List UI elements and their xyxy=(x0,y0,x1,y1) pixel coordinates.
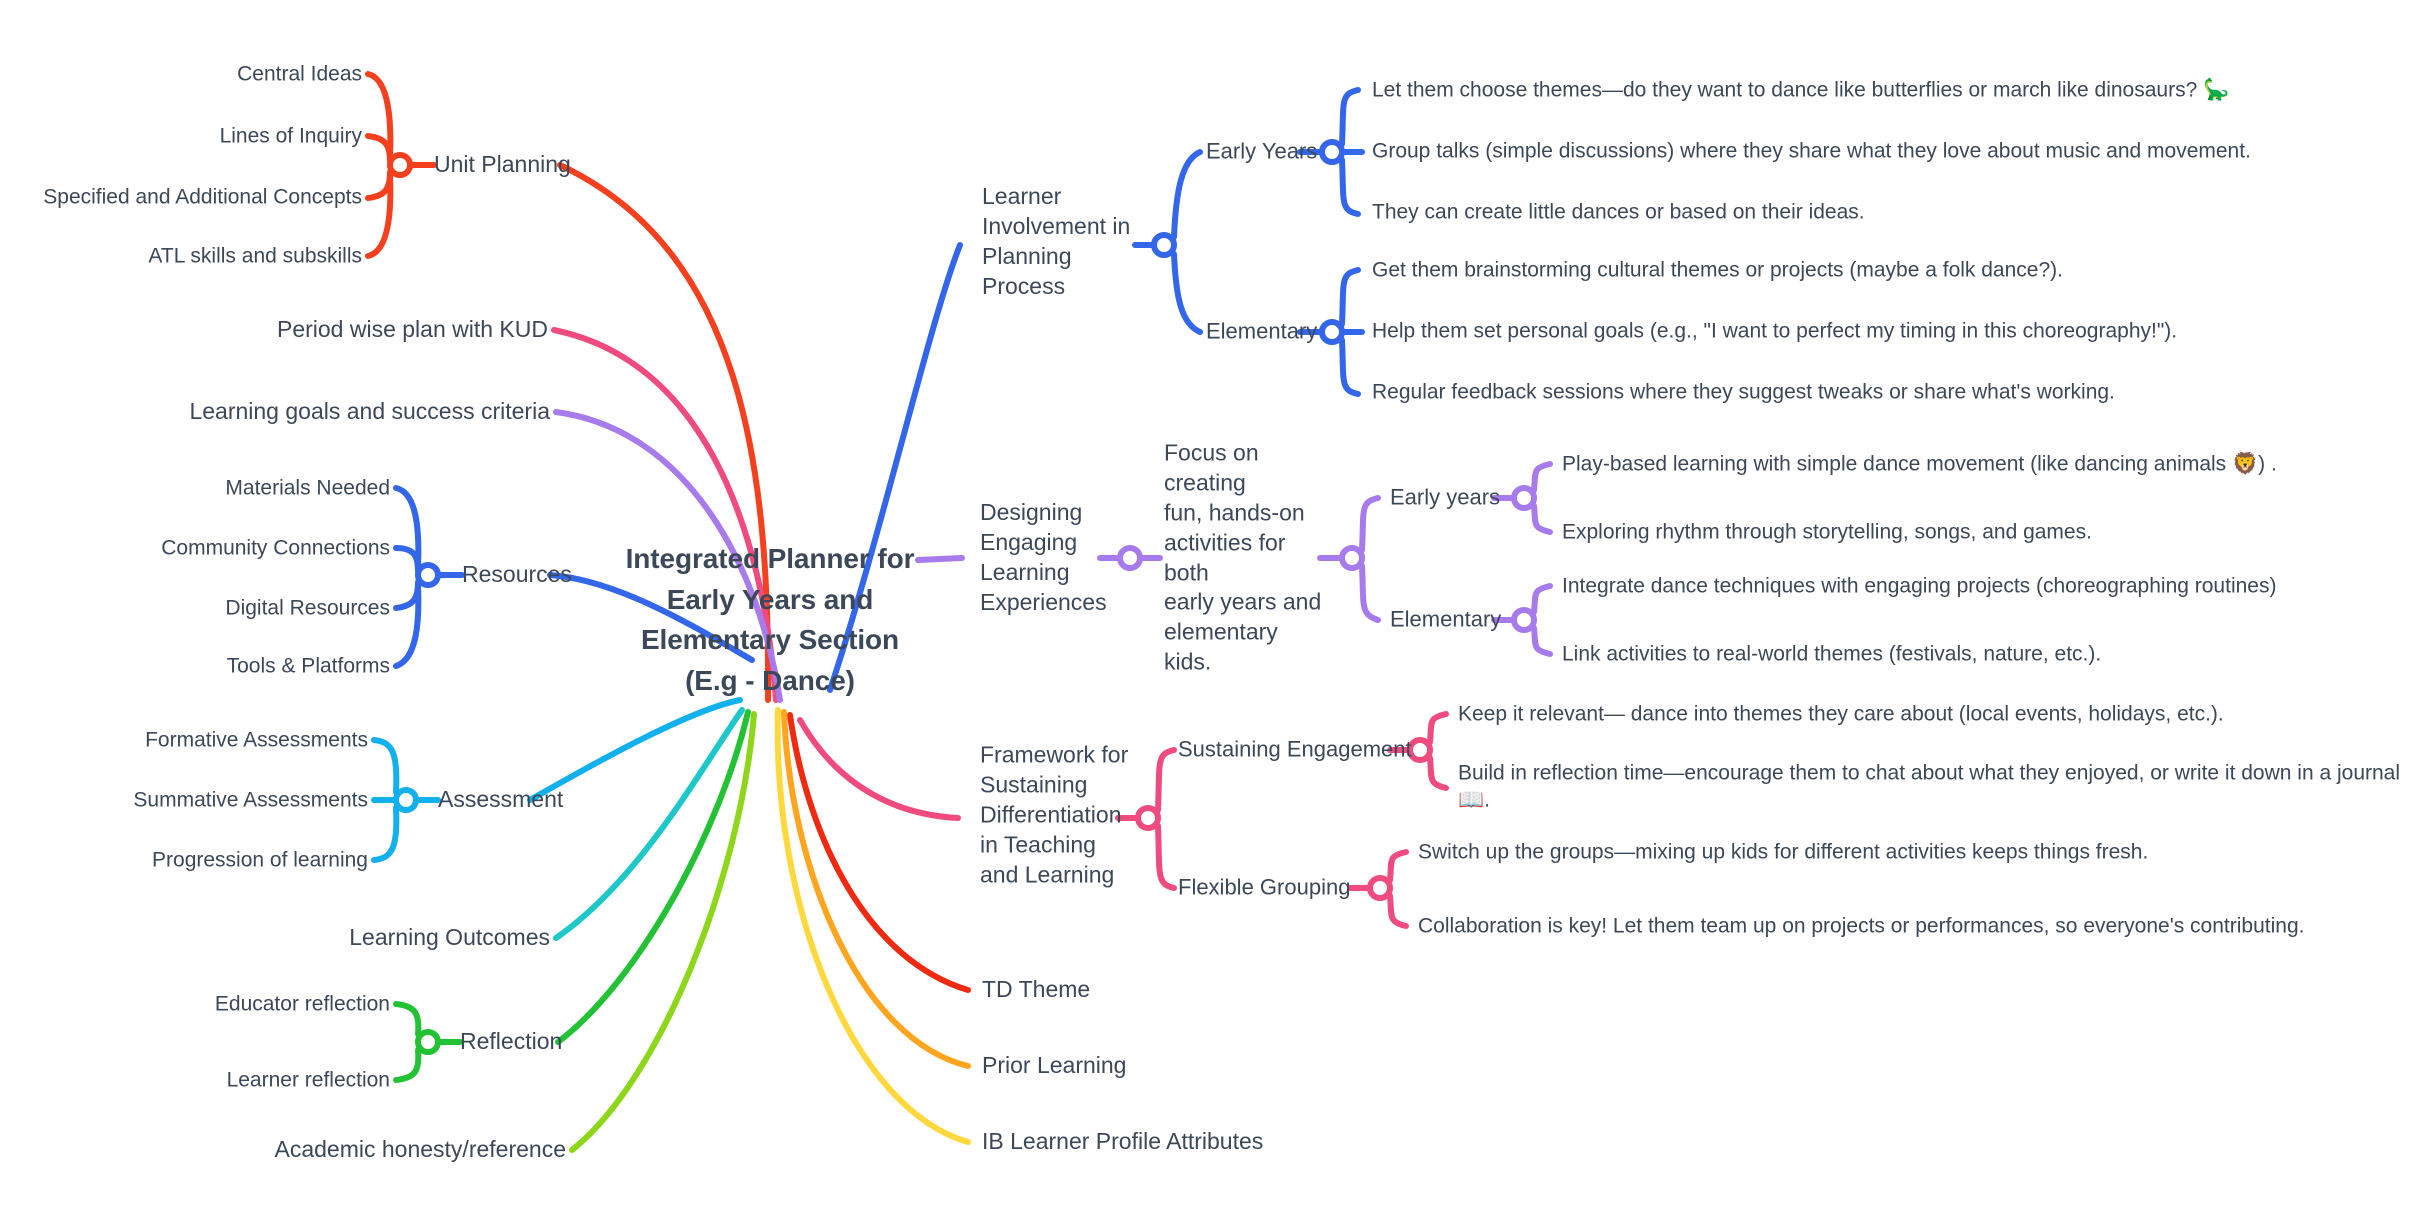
node-li-el-item-1[interactable]: Get them brainstorming cultural themes o… xyxy=(1372,258,2063,282)
node-designing-focus[interactable]: Focus on creating fun, hands-on activiti… xyxy=(1164,439,1322,675)
node-li-el-item-3[interactable]: Regular feedback sessions where they sug… xyxy=(1372,380,2115,404)
node-progression-of-learning[interactable]: Progression of learning xyxy=(152,848,368,872)
node-learner-involvement[interactable]: Learner Involvement in Planning Process xyxy=(982,183,1131,299)
node-td-theme[interactable]: TD Theme xyxy=(982,976,1091,1003)
node-educator-reflection[interactable]: Educator reflection xyxy=(214,992,390,1016)
node-li-early-years[interactable]: Early Years xyxy=(1206,138,1318,164)
node-unit-planning[interactable]: Unit Planning xyxy=(434,151,571,178)
node-de-el-item-2[interactable]: Link activities to real-world themes (fe… xyxy=(1562,642,2102,666)
node-li-el-item-2[interactable]: Help them set personal goals (e.g., "I w… xyxy=(1372,319,2178,343)
node-li-ey-item-1[interactable]: Let them choose themes—do they want to d… xyxy=(1372,78,2230,102)
node-de-ey-item-2[interactable]: Exploring rhythm through storytelling, s… xyxy=(1562,520,2092,544)
node-digital-resources[interactable]: Digital Resources xyxy=(225,596,390,620)
node-fg-item-1[interactable]: Switch up the groups—mixing up kids for … xyxy=(1418,840,2149,864)
node-atl-skills-subskills[interactable]: ATL skills and subskills xyxy=(148,244,362,268)
node-learning-outcomes[interactable]: Learning Outcomes xyxy=(349,924,550,951)
node-de-early-years[interactable]: Early years xyxy=(1390,484,1501,510)
node-designing-engaging[interactable]: Designing Engaging Learning Experiences xyxy=(980,499,1107,615)
node-lines-of-inquiry[interactable]: Lines of Inquiry xyxy=(219,124,362,148)
node-central-ideas[interactable]: Central Ideas xyxy=(237,62,362,86)
node-de-el-item-1[interactable]: Integrate dance techniques with engaging… xyxy=(1562,574,2277,598)
central-node[interactable]: Integrated Planner for Early Years and E… xyxy=(625,542,915,696)
node-de-elementary[interactable]: Elementary xyxy=(1390,606,1502,632)
node-se-item-2[interactable]: Build in reflection time—encourage them … xyxy=(1458,761,2401,812)
node-specified-additional-concepts[interactable]: Specified and Additional Concepts xyxy=(43,185,362,209)
node-learner-reflection[interactable]: Learner reflection xyxy=(226,1068,390,1092)
node-community-connections[interactable]: Community Connections xyxy=(161,536,390,560)
node-assessment[interactable]: Assessment xyxy=(438,786,564,813)
node-flexible-grouping[interactable]: Flexible Grouping xyxy=(1178,874,1351,900)
node-sustaining-engagement[interactable]: Sustaining Engagement xyxy=(1178,736,1412,762)
node-resources[interactable]: Resources xyxy=(462,561,572,588)
node-formative-assessments[interactable]: Formative Assessments xyxy=(145,728,368,752)
node-prior-learning[interactable]: Prior Learning xyxy=(982,1052,1127,1079)
node-ib-learner-profile[interactable]: IB Learner Profile Attributes xyxy=(982,1128,1264,1155)
node-summative-assessments[interactable]: Summative Assessments xyxy=(133,788,368,812)
node-period-wise-plan[interactable]: Period wise plan with KUD xyxy=(276,316,548,343)
node-tools-platforms[interactable]: Tools & Platforms xyxy=(226,654,390,678)
node-li-elementary[interactable]: Elementary xyxy=(1206,318,1318,344)
node-li-ey-item-3[interactable]: They can create little dances or based o… xyxy=(1372,200,1865,224)
node-framework-sustaining[interactable]: Framework for Sustaining Differentiation… xyxy=(980,741,1129,887)
node-fg-item-2[interactable]: Collaboration is key! Let them team up o… xyxy=(1418,914,2305,938)
node-se-item-1[interactable]: Keep it relevant— dance into themes they… xyxy=(1458,702,2224,726)
node-academic-honesty-reference[interactable]: Academic honesty/reference xyxy=(274,1136,567,1163)
node-learning-goals-success-criteria[interactable]: Learning goals and success criteria xyxy=(189,398,550,425)
node-de-ey-item-1[interactable]: Play-based learning with simple dance mo… xyxy=(1562,452,2277,476)
node-li-ey-item-2[interactable]: Group talks (simple discussions) where t… xyxy=(1372,139,2251,163)
node-reflection[interactable]: Reflection xyxy=(460,1028,563,1055)
node-materials-needed[interactable]: Materials Needed xyxy=(225,476,390,500)
